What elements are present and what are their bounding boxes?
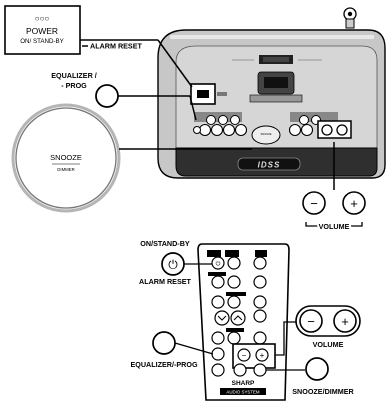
svg-text:⏻: ⏻ (168, 258, 178, 272)
remote-chevron-down-icon (214, 310, 230, 326)
remote-model: AUDIO SYSTEM (226, 390, 260, 395)
power-button-zoom: ⏻ (161, 252, 185, 276)
equalizer-prog-label: EQUALIZER / (51, 71, 97, 80)
svg-text:○○○: ○○○ (35, 14, 50, 23)
volume-label-top: VOLUME (319, 222, 350, 231)
main-unit: SNOOZE IDSS (157, 7, 386, 179)
snooze-remote-zoom (305, 357, 329, 381)
remote-row-1: ⏻ (207, 250, 267, 270)
idss-logo: IDSS (258, 161, 281, 170)
volume-remote-zoom: − + (295, 305, 361, 337)
remote-row-2 (208, 272, 267, 289)
equalizer-remote-zoom (152, 331, 176, 355)
equalizer-remote-label: EQUALIZER/-PROG (130, 360, 197, 369)
antenna-jack-icon (343, 7, 357, 29)
unit-left-buttons (193, 112, 248, 137)
alarm-reset-remote-label: ALARM RESET (139, 277, 192, 286)
remote-row-6: − + (211, 343, 276, 369)
svg-text:+: + (350, 196, 358, 211)
svg-text:−: − (242, 351, 247, 360)
ipod-dock (249, 71, 303, 103)
power-callout: ○○○ POWER ON/ STAND-BY (4, 5, 81, 55)
svg-text:DIMMER: DIMMER (57, 167, 74, 172)
svg-text:- PROG: - PROG (61, 81, 87, 90)
remote-row-5 (211, 328, 267, 345)
svg-text:⏻: ⏻ (216, 261, 221, 268)
remote-row-7 (211, 363, 267, 377)
unit-display (237, 157, 301, 171)
unit-right-buttons (288, 112, 352, 139)
svg-text:−: − (310, 196, 318, 211)
alarm-reset-label: ALARM RESET (90, 42, 143, 51)
unit-snooze-button: SNOOZE (251, 125, 281, 145)
svg-text:+: + (260, 351, 265, 360)
snooze-dimmer-zoom: SNOOZE DIMMER (11, 103, 121, 213)
svg-text:SNOOZE: SNOOZE (261, 132, 272, 136)
svg-text:ON/ STAND-BY: ON/ STAND-BY (20, 38, 64, 45)
volume-plus-zoom-top: + (342, 191, 366, 215)
svg-text:POWER: POWER (26, 26, 58, 36)
volume-minus-zoom-top: − (302, 191, 326, 215)
remote-control: ⏻ (197, 243, 290, 401)
svg-text:+: + (341, 314, 349, 329)
volume-remote-label: VOLUME (313, 340, 344, 349)
equalizer-button-zoom (95, 84, 119, 108)
remote-row-3 (211, 292, 267, 309)
remote-brand: SHARP (232, 380, 255, 387)
snooze-remote-label: SNOOZE/DIMMER (292, 387, 354, 396)
on-standby-label: ON/STAND-BY (140, 239, 190, 248)
remote-chevron-up-icon (230, 310, 246, 326)
svg-text:SNOOZE: SNOOZE (50, 153, 82, 162)
svg-text:−: − (307, 314, 315, 329)
remote-row-4 (214, 309, 267, 326)
